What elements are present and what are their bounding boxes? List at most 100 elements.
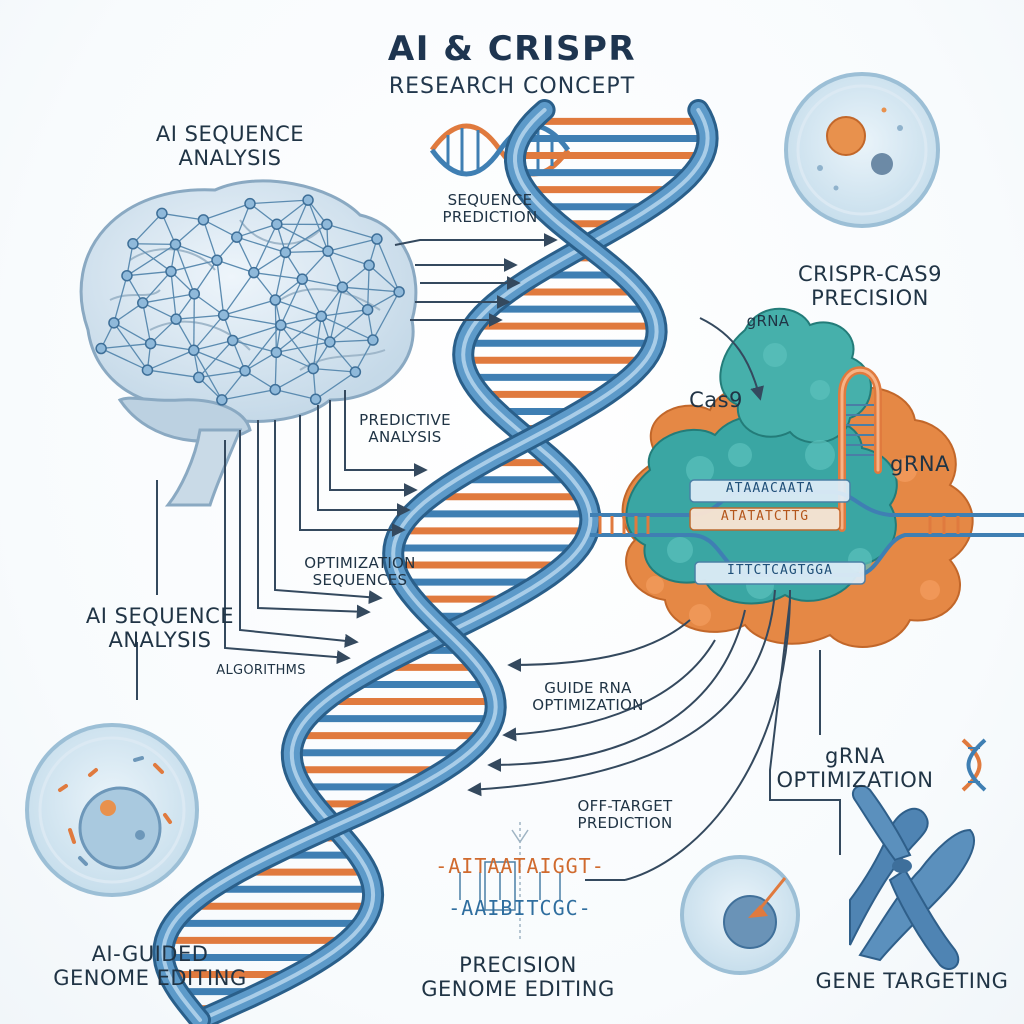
neural-link <box>329 309 369 343</box>
label-predictive-analysis: PREDICTIVE ANALYSIS <box>359 411 451 447</box>
label-crispr-cas9-precision: CRISPR-CAS9 PRECISION <box>798 262 942 311</box>
neural-link <box>175 243 218 261</box>
neural-link <box>175 318 195 351</box>
neural-link <box>275 299 322 317</box>
neural-node <box>309 393 322 406</box>
sequence-bottom-top: -AITAATAIGGT- <box>435 854 605 878</box>
dna-double-helix <box>152 99 719 1024</box>
neural-node <box>193 371 205 384</box>
label-guide-rna-optimization: GUIDE RNA OPTIMIZATION <box>532 679 644 715</box>
neural-node <box>321 218 333 231</box>
neural-link <box>313 367 356 373</box>
neural-link <box>203 219 238 238</box>
neural-link <box>327 238 378 252</box>
chromosome-illustration <box>849 784 975 970</box>
neural-link <box>301 250 329 280</box>
label-ai-guided-genome-editing: AI-GUIDED GENOME EDITING <box>53 942 247 991</box>
label-grna-top: gRNA <box>746 312 790 330</box>
neural-link <box>249 199 309 205</box>
neural-link <box>276 223 329 252</box>
neural-link <box>236 236 255 273</box>
neural-link <box>174 244 195 295</box>
neural-link <box>142 293 195 304</box>
neural-link <box>198 370 246 379</box>
neural-link <box>280 315 322 326</box>
neural-link <box>193 349 246 372</box>
neural-node <box>216 394 228 406</box>
neural-link <box>170 271 177 320</box>
dna-strand-highlight <box>198 108 710 1022</box>
neural-link <box>126 243 176 277</box>
neural-link <box>244 351 277 372</box>
neural-link <box>193 293 225 316</box>
neural-link <box>253 251 286 274</box>
sequence-complex-mid: ATATATCTTG <box>720 509 810 524</box>
neural-link <box>321 315 374 341</box>
neural-link <box>275 388 316 400</box>
page-title: AI & CRISPR <box>387 29 637 69</box>
neural-link <box>326 223 378 240</box>
neural-link <box>372 291 400 341</box>
neural-node <box>197 214 210 226</box>
neural-link <box>161 212 204 221</box>
neural-node <box>349 366 362 378</box>
neural-node <box>121 269 133 282</box>
ai-brain-illustration <box>79 179 418 507</box>
neural-link <box>203 203 251 221</box>
label-grna-optimization: gRNA OPTIMIZATION <box>776 744 934 793</box>
neural-link <box>376 238 400 293</box>
neural-link <box>367 291 400 311</box>
neural-link <box>236 236 286 254</box>
neural-link <box>329 287 344 343</box>
neural-link <box>280 278 303 326</box>
neural-link <box>327 250 370 266</box>
neural-node <box>302 194 314 206</box>
neural-node <box>144 337 157 350</box>
neural-link <box>132 212 163 245</box>
neural-link <box>312 316 322 369</box>
neural-link <box>142 302 177 320</box>
neural-node <box>141 364 154 376</box>
neural-link <box>113 322 148 371</box>
neural-link <box>223 299 276 316</box>
neural-link <box>284 199 309 253</box>
neural-link <box>253 272 303 280</box>
neural-link <box>223 272 255 316</box>
neural-node <box>363 259 375 271</box>
neural-link <box>193 259 218 295</box>
cas9-protein-complex <box>590 307 1024 648</box>
neural-link <box>113 302 144 324</box>
sequence-complex-bottom: ITTCTCAGTGGA <box>727 563 833 578</box>
cell-top-right <box>784 72 940 228</box>
sequence-complex-top: ATAAACAATA <box>725 481 815 496</box>
neural-link <box>329 339 373 343</box>
neural-link <box>232 339 277 353</box>
neural-node <box>244 197 256 210</box>
neural-node <box>271 218 283 230</box>
neural-link <box>253 272 276 301</box>
label-optimization-sequences: OPTIMIZATION SEQUENCES <box>304 554 416 590</box>
page-subtitle: RESEARCH CONCEPT <box>388 74 636 99</box>
neural-node <box>156 207 168 220</box>
neural-node <box>296 273 309 285</box>
sequence-bottom-bottom: -AAIBITCGC- <box>448 896 592 920</box>
neural-link <box>113 275 128 323</box>
neural-link <box>280 324 331 343</box>
neural-link <box>236 223 278 238</box>
neural-node <box>108 317 120 329</box>
dna-strand-highlight <box>161 108 659 1022</box>
neural-link <box>176 314 224 320</box>
label-gene-targeting: GENE TARGETING <box>815 969 1009 993</box>
neural-node <box>393 286 405 298</box>
neural-link <box>202 219 218 261</box>
neural-node <box>315 310 328 323</box>
neural-link <box>100 347 148 371</box>
neural-node <box>322 245 334 257</box>
neural-link <box>142 271 172 304</box>
neural-link <box>126 270 172 277</box>
neural-link <box>274 368 314 391</box>
neural-node <box>95 342 107 355</box>
neural-node <box>188 344 200 357</box>
neural-node <box>226 334 239 347</box>
